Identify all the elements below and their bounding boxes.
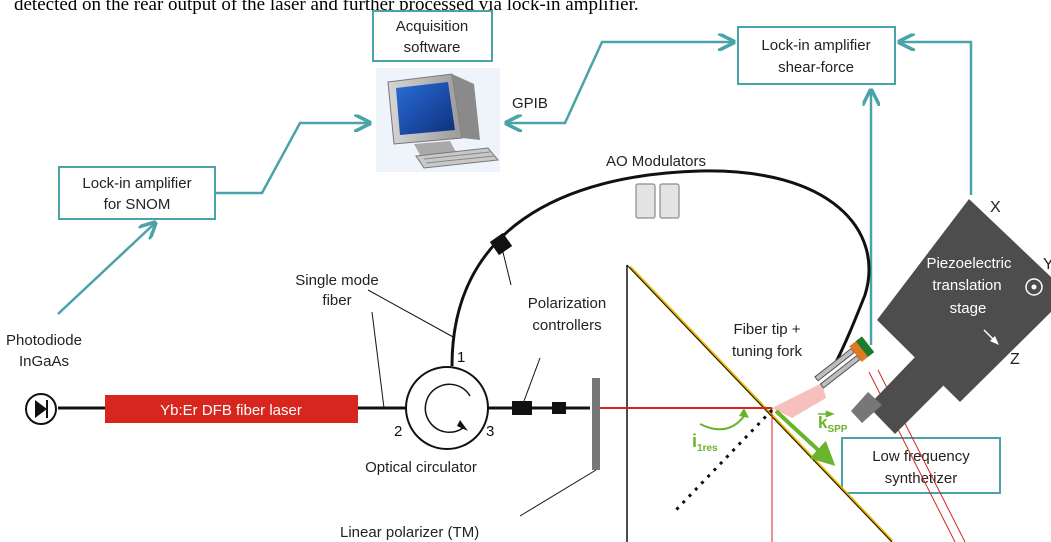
photodiode-icon: [25, 393, 57, 425]
svg-text:Acquisition: Acquisition: [396, 18, 469, 35]
snom-to-computer-link: [215, 123, 368, 195]
single-mode-fiber-label-2: fiber: [322, 292, 351, 309]
dfb-fiber-laser: Yb:Er DFB fiber laser: [105, 395, 358, 423]
svg-text:Lock-in amplifier: Lock-in amplifier: [761, 37, 870, 54]
ao-modulator-icon: [635, 183, 680, 219]
computer-icon: [376, 68, 500, 172]
polarization-controllers-label: Polarization: [528, 295, 606, 312]
polarization-controllers-label-2: controllers: [532, 317, 601, 334]
tuning-fork-icon: [814, 336, 875, 389]
gpib-link: [508, 42, 732, 123]
svg-text:Lock-in amplifier: Lock-in amplifier: [82, 175, 191, 192]
port-2-label: 2: [394, 423, 402, 440]
acquisition-software-box: Acquisition software: [372, 10, 493, 62]
svg-text:shear-force: shear-force: [778, 59, 854, 76]
piezoelectric-stage: [851, 199, 1051, 434]
photodiode-label-2: InGaAs: [19, 353, 69, 370]
single-mode-fiber-label: Single mode: [295, 272, 378, 289]
axis-x-label: X: [990, 199, 1001, 216]
piezo-label-3: stage: [950, 300, 987, 317]
axis-z-label: Z: [1010, 351, 1020, 368]
lockin-shear-force-box: Lock-in amplifier shear-force: [737, 26, 896, 85]
piezo-label: Piezoelectric: [926, 255, 1012, 272]
low-frequency-synthetizer-box: Low frequency synthetizer: [841, 437, 1001, 494]
prism: [626, 264, 894, 542]
optical-circulator-icon: [405, 366, 489, 450]
polarization-controller-icon: [489, 232, 566, 415]
communication-links: [57, 42, 973, 345]
y-axis-out-icon: [1025, 278, 1043, 296]
svg-text:synthetizer: synthetizer: [885, 470, 958, 487]
port-1-label: 1: [457, 349, 465, 366]
svg-text:software: software: [404, 39, 461, 56]
photodiode-to-snom-link: [57, 224, 154, 315]
linear-polarizer: [592, 378, 600, 470]
lockin-snom-box: Lock-in amplifier for SNOM: [58, 166, 216, 220]
optical-circulator-label: Optical circulator: [365, 459, 477, 476]
angle-arc: [699, 414, 746, 431]
fiber-tip-label-2: tuning fork: [732, 343, 803, 360]
angle-label: i1res: [692, 431, 718, 454]
evanescent-cone: [772, 383, 826, 418]
kspp-label: kSPP: [818, 413, 848, 435]
fiber-tip-label: Fiber tip +: [733, 321, 800, 338]
ao-modulators-label: AO Modulators: [606, 153, 706, 170]
kspp-arrow: [774, 409, 836, 466]
piezo-to-lockin-link: [901, 42, 973, 195]
top-caption: detected on the rear output of the laser…: [14, 0, 639, 15]
axis-y-label: Y: [1043, 256, 1051, 273]
gpib-label: GPIB: [512, 95, 548, 112]
piezo-label-2: translation: [932, 277, 1001, 294]
photodiode-label: Photodiode: [6, 332, 82, 349]
port-3-label: 3: [486, 423, 494, 440]
svg-text:Yb:Er DFB fiber laser: Yb:Er DFB fiber laser: [160, 402, 302, 419]
svg-text:for SNOM: for SNOM: [104, 196, 171, 213]
linear-polarizer-label: Linear polarizer (TM): [340, 524, 479, 541]
